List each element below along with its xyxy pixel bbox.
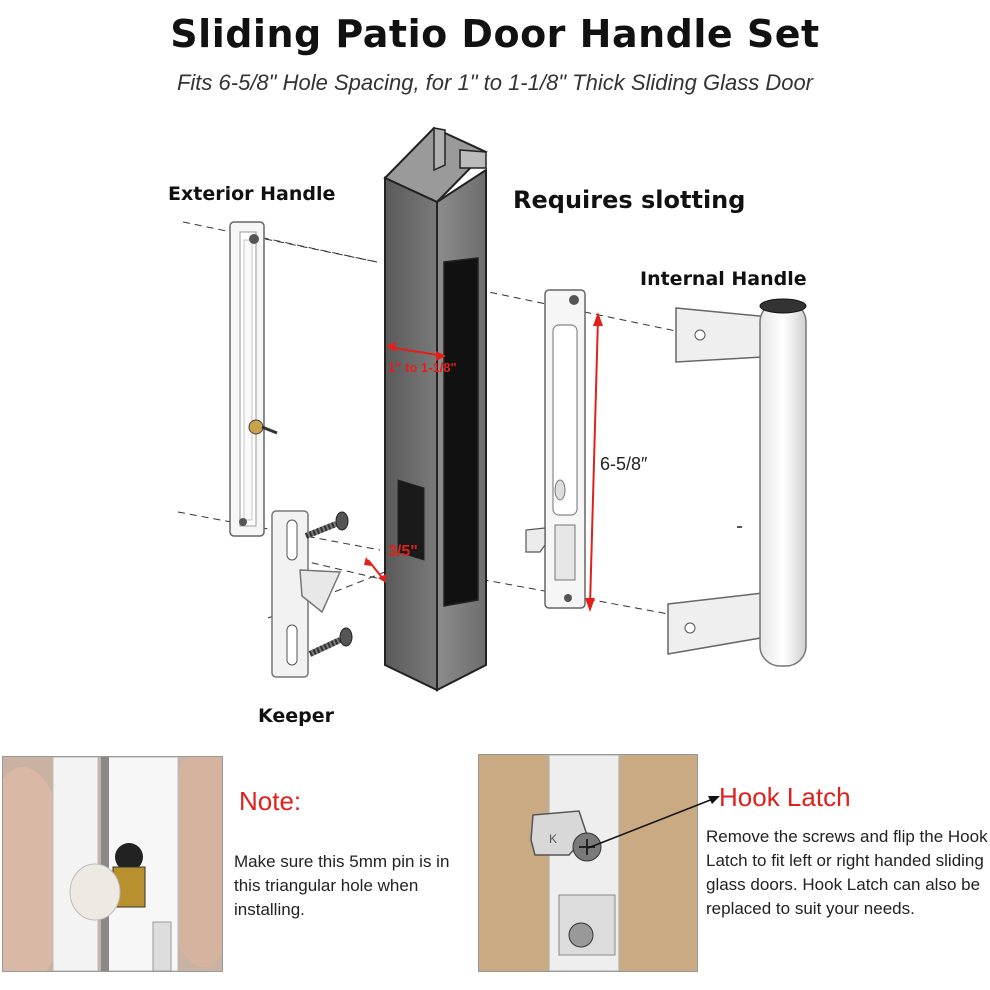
hook-latch-title: Hook Latch	[719, 782, 851, 812]
thickness-dimension-label: 1" to 1-1/8"	[388, 360, 457, 375]
hook-latch-text: Remove the screws and flip the Hook Latc…	[706, 827, 988, 918]
hook-latch-engraving: K	[549, 832, 557, 846]
screw-bottom	[308, 627, 353, 657]
internal-handle	[667, 298, 807, 667]
thickness-dimension	[386, 342, 446, 361]
internal-plate	[525, 289, 586, 609]
page-subtitle: Fits 6-5/8" Hole Spacing, for 1" to 1-1/…	[176, 70, 814, 95]
keeper	[271, 510, 342, 678]
spacing-dimension-label: 6-5/8″	[600, 454, 648, 474]
pin-install-photo	[2, 756, 223, 972]
note-title: Note:	[239, 786, 302, 816]
hook-latch-photo: K	[478, 754, 698, 972]
offset-dimension	[364, 557, 386, 583]
exterior-handle	[229, 221, 278, 537]
requires-slotting-label: Requires slotting	[513, 186, 746, 214]
screw-top	[304, 511, 349, 539]
exploded-diagram: 1" to 1-1/8" 3/5"	[177, 126, 807, 692]
keeper-label: Keeper	[258, 705, 335, 727]
spacing-dimension	[585, 312, 603, 612]
offset-dimension-label: 3/5"	[388, 543, 418, 560]
internal-handle-label: Internal Handle	[640, 268, 807, 290]
exterior-handle-label: Exterior Handle	[168, 183, 336, 205]
note-text: Make sure this 5mm pin is in this triang…	[234, 852, 450, 919]
page-title: Sliding Patio Door Handle Set	[170, 12, 820, 56]
door-frame	[383, 126, 488, 692]
